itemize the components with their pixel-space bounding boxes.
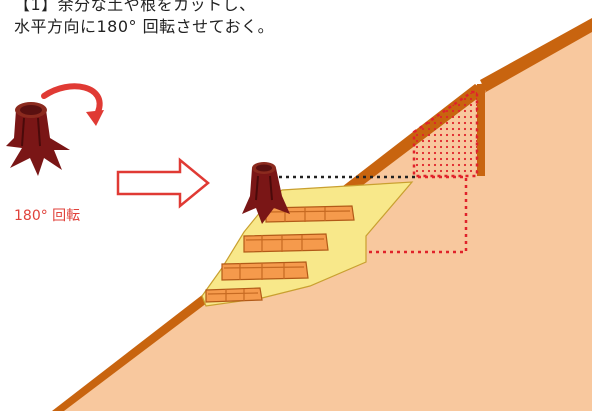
removed-soil-area xyxy=(412,90,479,178)
rotate-arrow-icon xyxy=(41,83,104,126)
slope-edge-upper xyxy=(480,18,592,92)
slope-step-riser xyxy=(477,84,485,176)
block-2 xyxy=(243,233,329,253)
stacked-blocks xyxy=(205,205,355,303)
tree-stump-icon xyxy=(6,102,70,176)
caption-line-2: 水平方向に180° 回転させておく。 xyxy=(14,17,275,36)
block-3 xyxy=(221,261,309,281)
excavation-outline xyxy=(368,175,468,254)
block-4 xyxy=(205,287,263,303)
tree-stump-placed-icon xyxy=(242,162,290,224)
rotation-label: 180° 回転 xyxy=(14,208,81,224)
caption-line-1: 【1】余分な土や根をカットし、 xyxy=(14,0,256,14)
right-arrow-icon xyxy=(116,157,210,209)
